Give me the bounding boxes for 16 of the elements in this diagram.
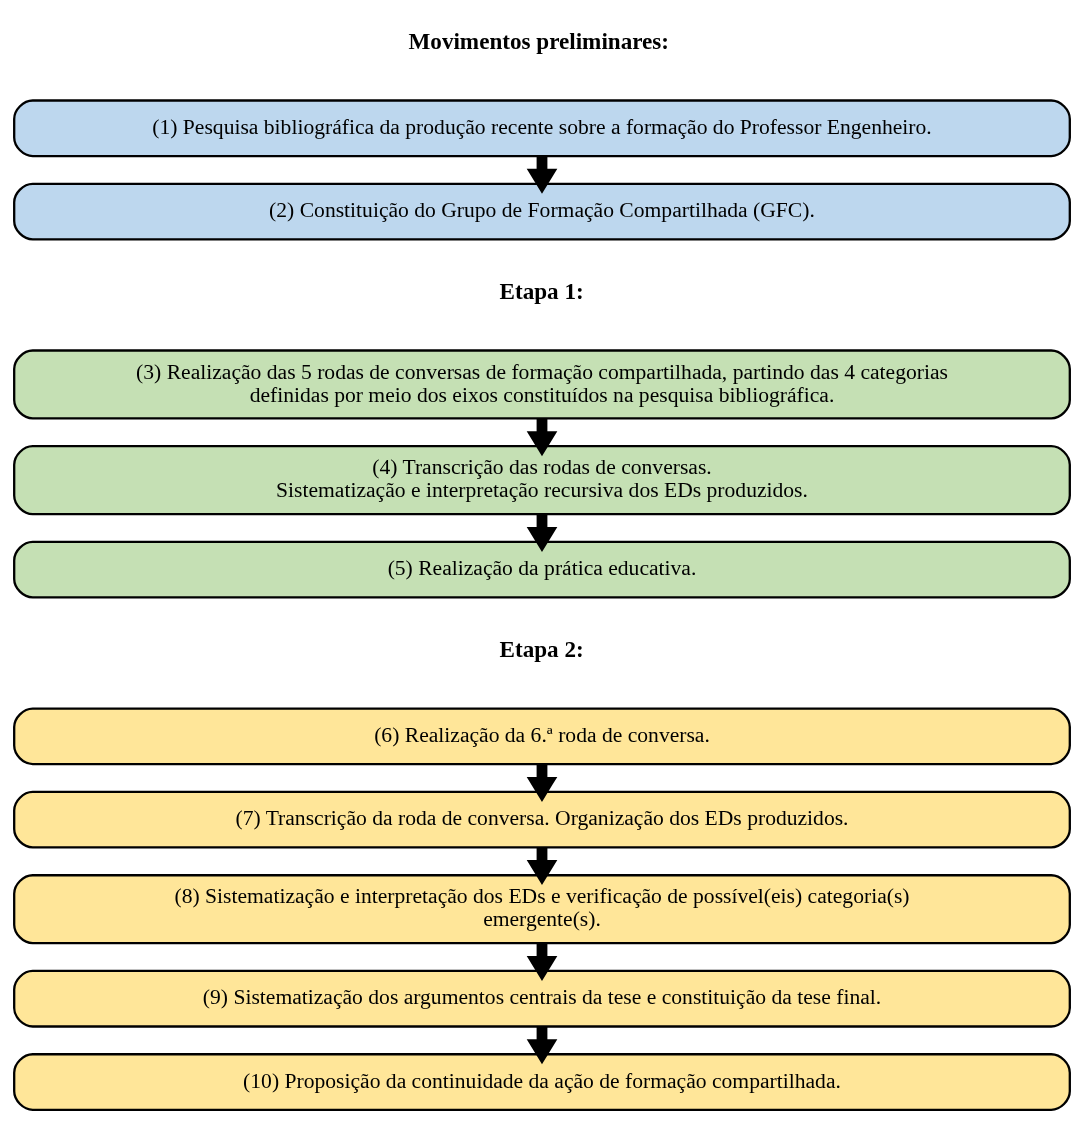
node-box: (9) Sistematização dos argumentos centrais da tese e constituição da tese final. xyxy=(13,969,1071,1028)
node-box: (8) Sistematização e interpretação dos EDs e verificação de possível(eis) categoria(s) emergente(s). xyxy=(13,873,1071,944)
node-box: (7) Transcrição da roda de conversa. Organização dos EDs produzidos. xyxy=(13,790,1071,849)
arrow xyxy=(526,763,558,802)
node-box: (4) Transcrição das rodas de conversas. Sistematização e interpretação recursiva dos EDs produzidos. xyxy=(13,444,1071,515)
label: Etapa 1: xyxy=(499,277,584,304)
node-box: (6) Realização da 6.ª roda de conversa. xyxy=(13,706,1071,765)
arrow xyxy=(526,155,558,194)
label: Movimentos preliminares: xyxy=(408,27,670,54)
label: Etapa 2: xyxy=(499,635,584,662)
node-box: (1) Pesquisa bibliográfica da produção recente sobre a formação do Professor Engenheiro. xyxy=(13,98,1071,157)
node-box: (10) Proposição da continuidade da ação de formação compartilhada. xyxy=(13,1052,1071,1111)
node-box: (3) Realização das 5 rodas de conversas de formação compartilhada, partindo das 4 categorias definidas por meio dos eixos constituídos na pesquisa bibliográfica. xyxy=(13,348,1071,420)
node-box: (2) Constituição do Grupo de Formação Compartilhada (GFC). xyxy=(13,182,1071,241)
node-box: (5) Realização da prática educativa. xyxy=(13,540,1071,599)
arrow xyxy=(526,1026,558,1064)
